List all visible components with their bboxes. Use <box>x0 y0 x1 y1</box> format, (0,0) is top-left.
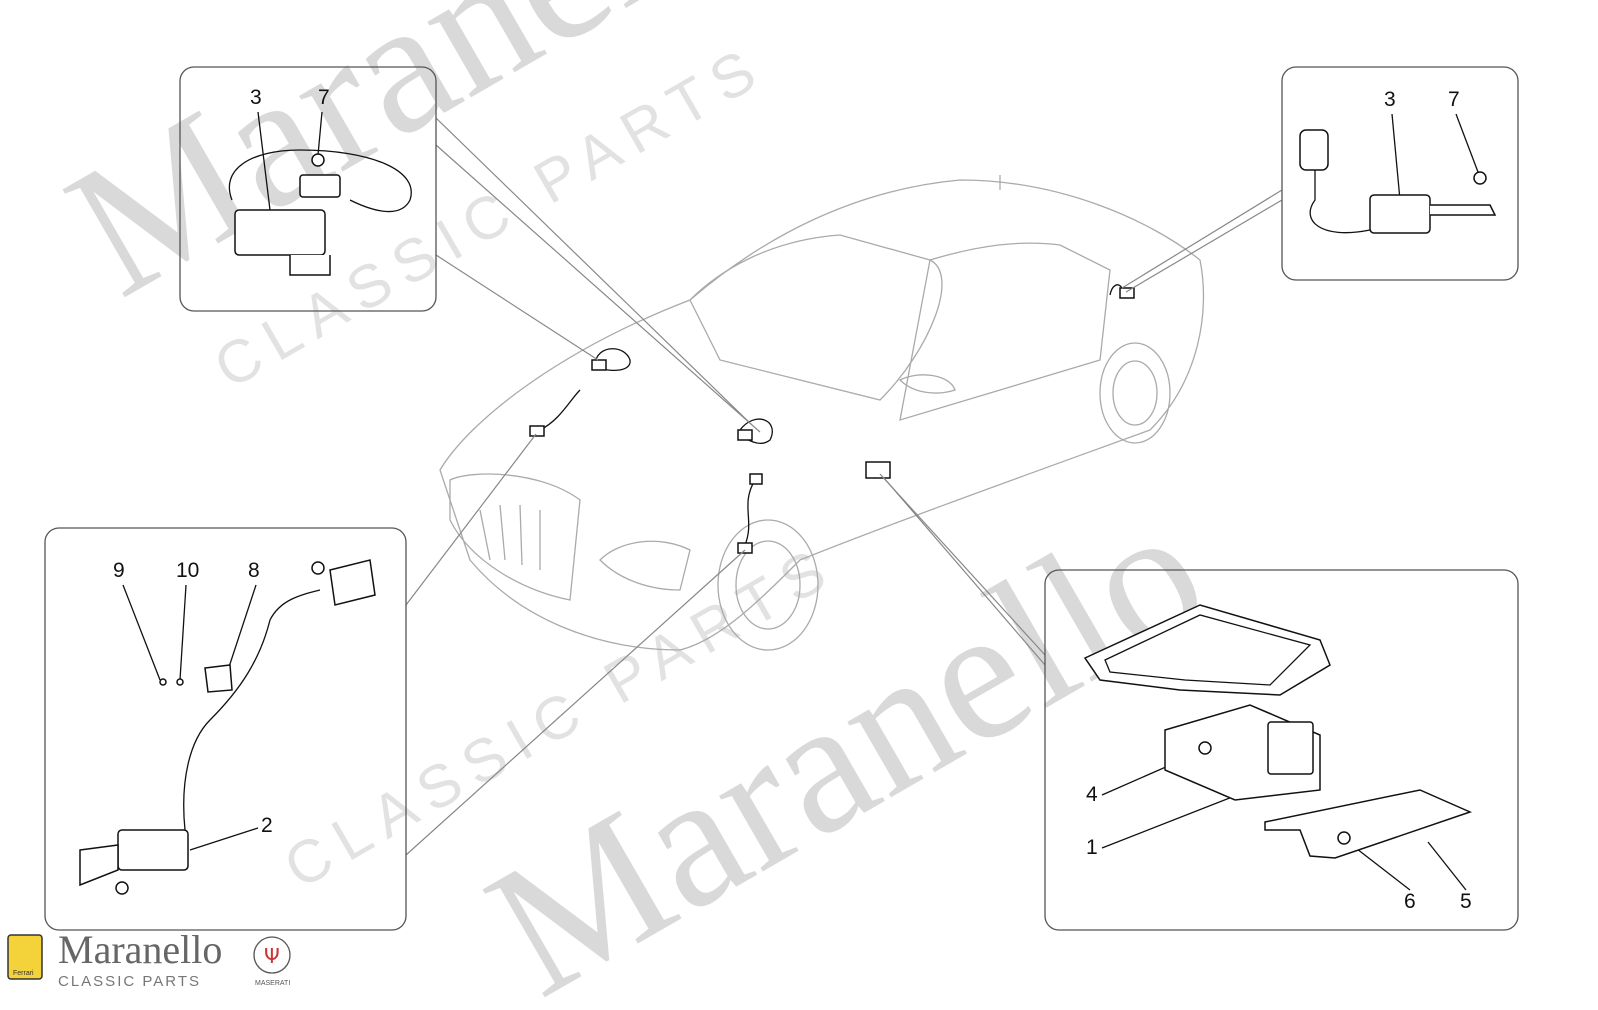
watermark: Maranello CLASSIC PARTS Maranello CLASSI… <box>36 0 1237 1010</box>
callout-7-top-right: 7 <box>1448 88 1460 111</box>
callout-10: 10 <box>176 559 199 582</box>
car-outline <box>439 175 1205 651</box>
callout-4: 4 <box>1086 783 1098 806</box>
callout-5: 5 <box>1460 890 1472 913</box>
footer-logo: Ferrari Maranello CLASSIC PARTS Ψ MASERA… <box>7 927 291 990</box>
leader-lines <box>405 117 1283 856</box>
shield-label: Ferrari <box>13 970 34 977</box>
callout-7-top-left: 7 <box>318 86 330 109</box>
trident-badge <box>253 936 291 974</box>
trident-icon: Ψ <box>264 944 280 968</box>
callout-3-top-left: 3 <box>250 86 262 109</box>
callout-9: 9 <box>113 559 125 582</box>
footer-brand-name: Maranello <box>58 927 222 972</box>
callout-3-top-right: 3 <box>1384 88 1396 111</box>
callout-1: 1 <box>1086 836 1098 859</box>
badge-label: MASERATI <box>255 980 290 987</box>
callout-8: 8 <box>248 559 260 582</box>
callout-6: 6 <box>1404 890 1416 913</box>
car-components <box>529 284 1135 554</box>
inset-top-left: 3 7 <box>179 66 437 312</box>
prancing-horse-shield <box>7 934 43 980</box>
inset-top-right: 3 7 <box>1281 66 1519 281</box>
inset-bottom-left: 9 10 8 2 <box>44 527 407 931</box>
callout-2: 2 <box>261 814 273 837</box>
inset-bottom-right: 4 1 6 5 <box>1044 569 1519 931</box>
footer-brand-sub: CLASSIC PARTS <box>58 973 201 990</box>
